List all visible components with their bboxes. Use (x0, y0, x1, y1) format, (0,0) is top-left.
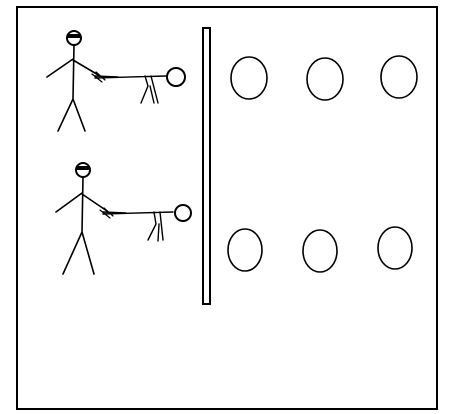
vertical-divider (203, 28, 210, 304)
blindfold-icon (76, 166, 90, 170)
target-circle (228, 229, 262, 271)
target-circle (231, 57, 267, 99)
target-circles-bottom-row (228, 227, 412, 272)
held-figure-head (175, 205, 191, 221)
target-circles-top-row (231, 56, 417, 100)
target-circle (378, 227, 412, 269)
target-circle (381, 56, 417, 98)
blindfold-icon (67, 34, 81, 38)
target-circle (307, 58, 343, 100)
target-circle (303, 230, 337, 272)
held-figure-head (167, 68, 185, 86)
outer-frame (17, 7, 437, 409)
